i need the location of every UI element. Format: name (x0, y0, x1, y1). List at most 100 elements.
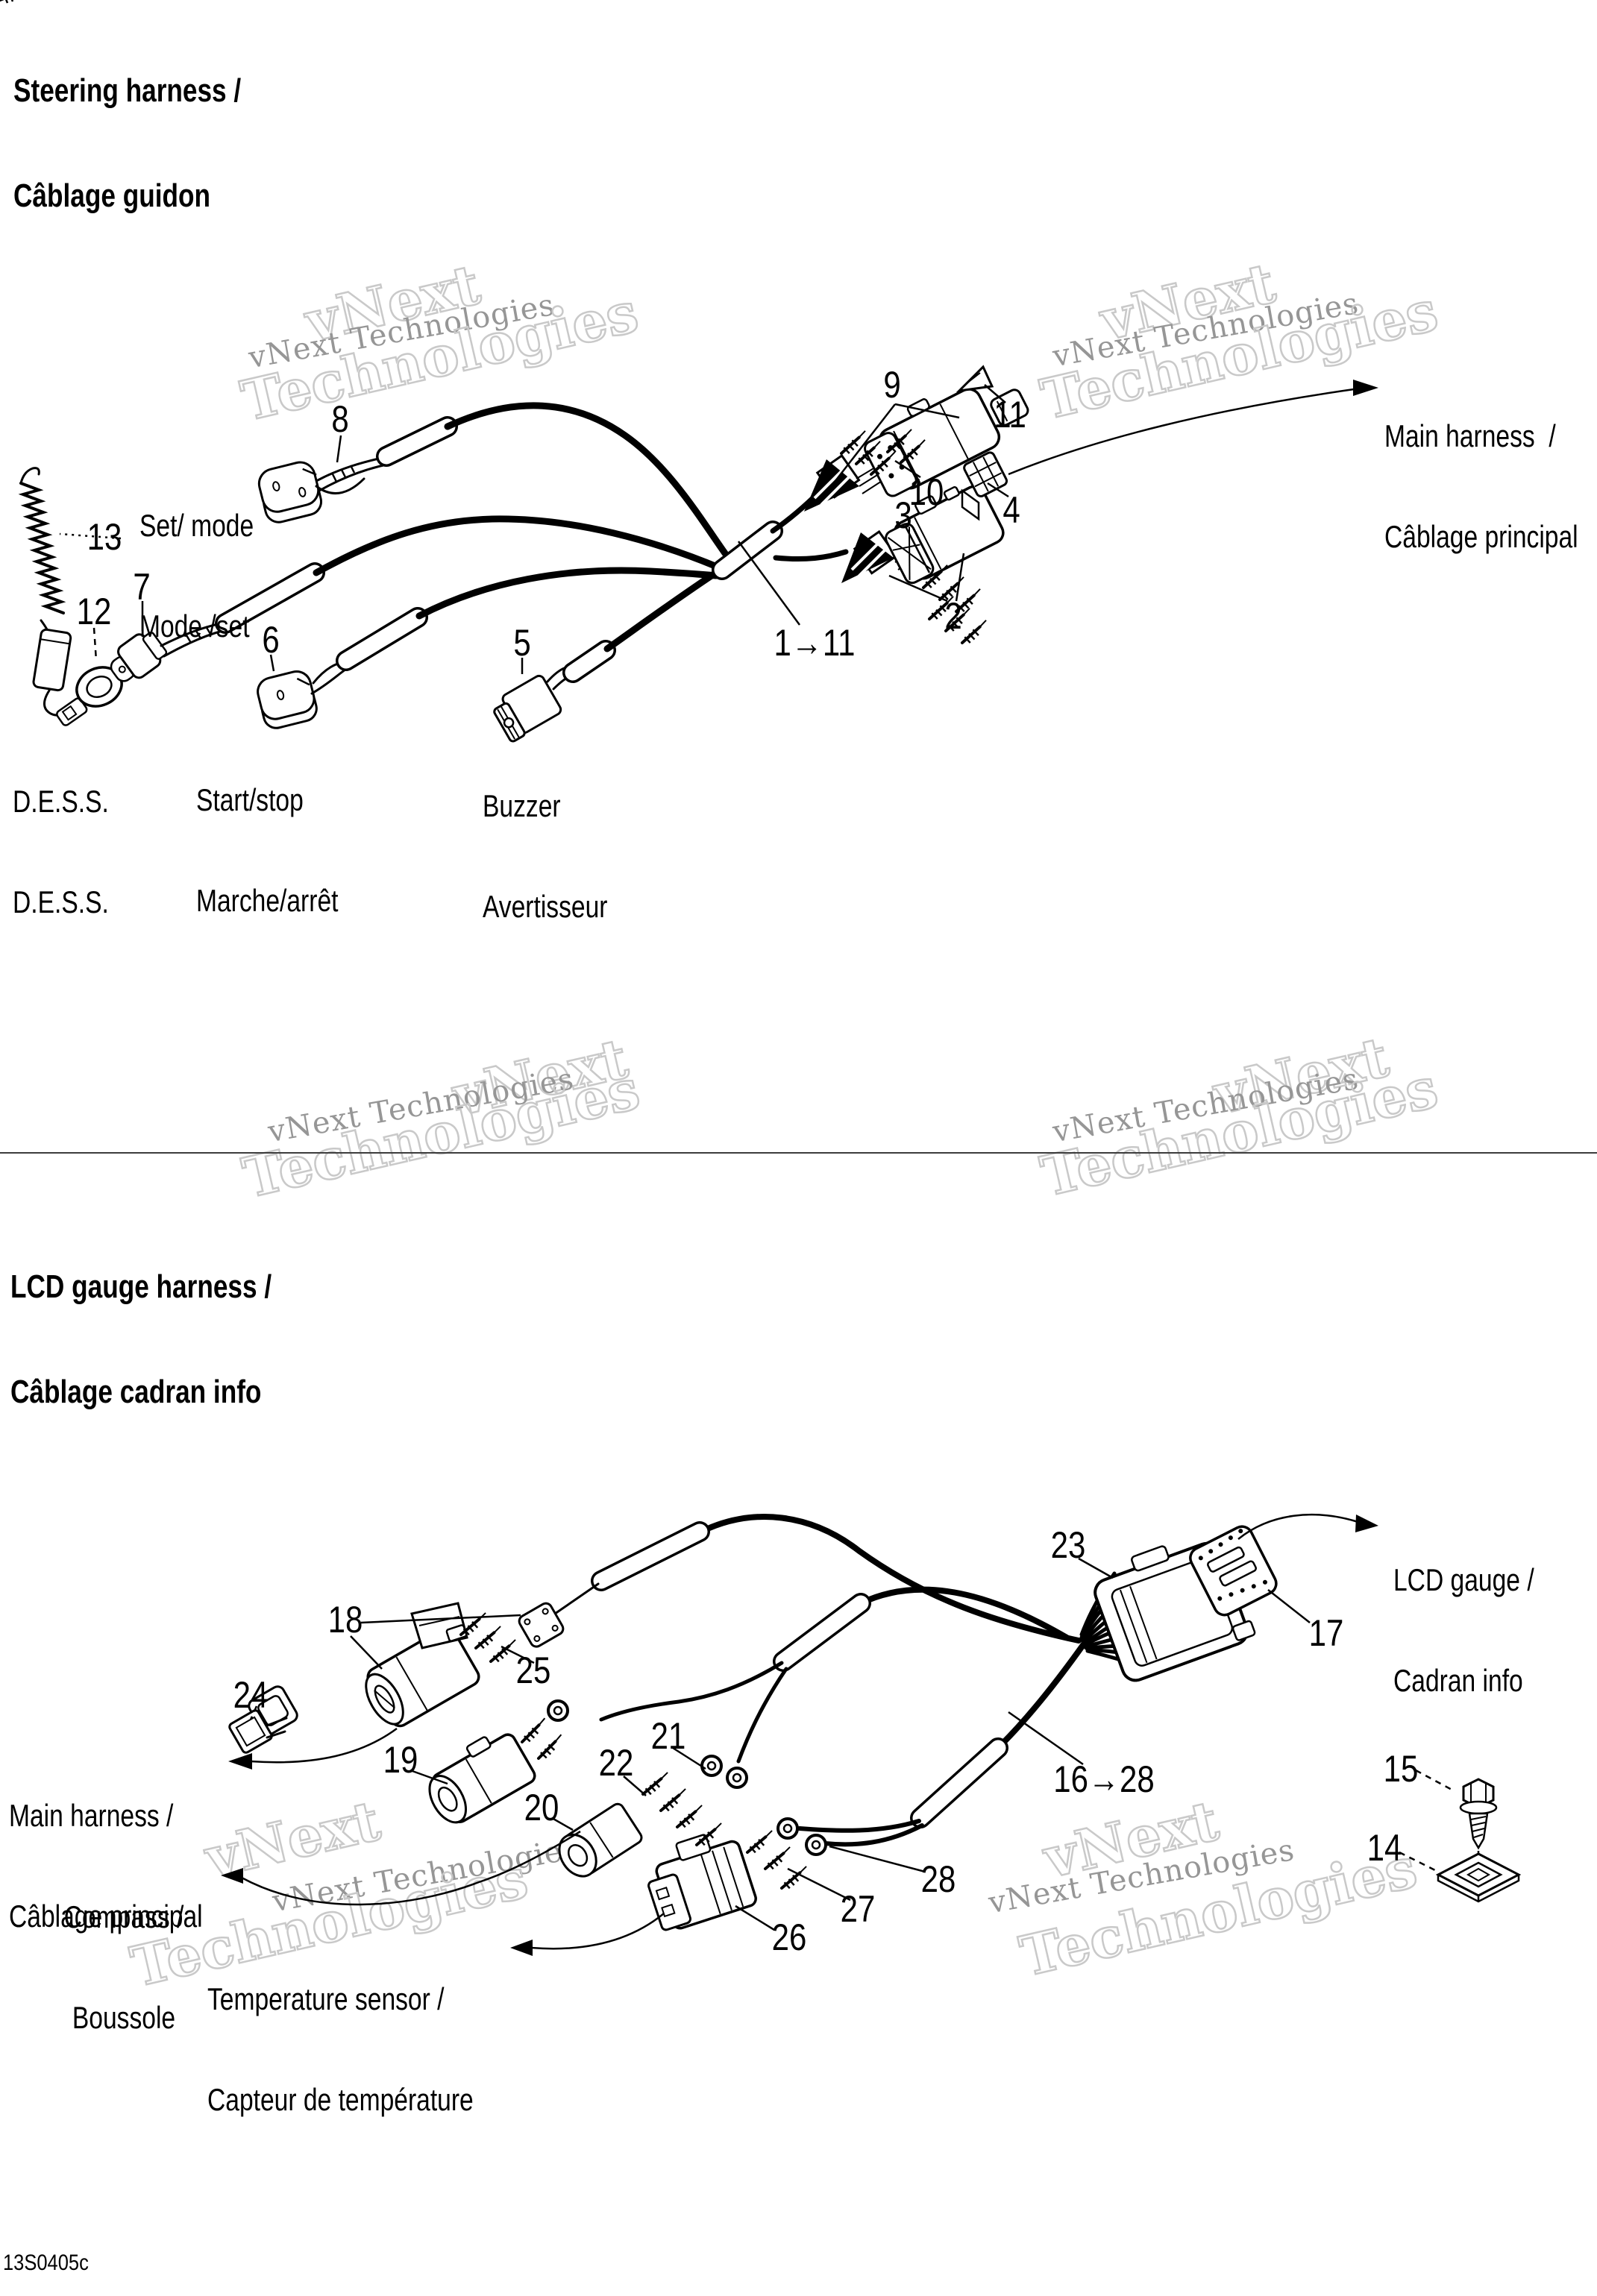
callout-19-leader (410, 1769, 448, 1785)
buzzer (493, 674, 562, 743)
callout-26: 26 (771, 1916, 807, 1958)
callout-3-leader (904, 526, 931, 573)
temp-sensor-connector-26 (647, 1834, 757, 1931)
callout-10-leader (894, 459, 921, 479)
callout-20-leader (551, 1817, 574, 1831)
callout-28: 28 (920, 1858, 956, 1900)
branch-wire (797, 1819, 921, 1833)
branch-wire-to-connector-2 (773, 549, 849, 562)
wire-sleeve (378, 418, 456, 465)
arrowhead-icon (221, 1868, 243, 1884)
title-line: Steering harness / (13, 72, 242, 109)
label-line: Main harness / (9, 1798, 174, 1833)
set-mode-wire-bundle (315, 456, 385, 494)
main-harness-label-top: Main harness / Câblage principal (1384, 352, 1578, 620)
main-harness-arrow-curve (1008, 387, 1360, 476)
compass-connector-19 (428, 1733, 536, 1824)
label-line: Buzzer (483, 788, 561, 823)
connector-18-assembly (365, 1602, 480, 1728)
callout-9-leader (894, 403, 960, 419)
callout-16-28-leader (1008, 1711, 1084, 1766)
label-line: D.E.S.S. (13, 884, 109, 919)
callout-17: 17 (1308, 1612, 1344, 1654)
title-line: LCD gauge harness / (10, 1268, 272, 1305)
main-harness-plate-24 (228, 1709, 288, 1754)
callout-27-leader (787, 1867, 851, 1902)
label-line: Câblage principal (1384, 519, 1578, 554)
wire-sleeve (338, 609, 426, 669)
lcd-section-title: LCD gauge harness / Câblage cadran info (10, 1199, 272, 1479)
callout-1-11-leader (737, 541, 801, 626)
callout-18-leader (360, 1614, 521, 1624)
harness-wire (698, 1514, 1082, 1644)
title-line: Câblage cadran info (10, 1374, 262, 1410)
set-mode-label: Set/ mode Mode /set (139, 441, 254, 710)
label-line: LCD gauge / (1393, 1562, 1534, 1597)
lcd-gauge-arrow-curve (1237, 1513, 1361, 1540)
lcd-gauge-label: LCD gauge / Cadran info (1393, 1496, 1534, 1764)
callout-27: 27 (840, 1888, 876, 1930)
callout-4: 4 (1003, 489, 1020, 531)
main-harness-arrow-curve (250, 1727, 398, 1764)
label-line: D.E.S.S. (13, 784, 109, 819)
label-line: Temperature sensor / (207, 1981, 445, 2016)
wire-sleeve (217, 564, 323, 632)
label-line: Main harness / (1384, 418, 1556, 453)
set-mode-switch (257, 461, 322, 523)
callout-2-leader (955, 553, 965, 602)
callout-24-leader (249, 1705, 258, 1720)
callout-22: 22 (598, 1742, 634, 1784)
wire-sleeve (593, 1523, 708, 1589)
callout-19: 19 (383, 1739, 418, 1781)
callout-25: 25 (515, 1649, 551, 1691)
arrowhead-icon (228, 1753, 252, 1770)
callout-11-leader (984, 384, 1006, 403)
callout-26-leader (735, 1905, 775, 1931)
callout-23-leader (1078, 1557, 1114, 1579)
callout-18: 18 (327, 1599, 363, 1641)
callout-17-leader (1267, 1589, 1311, 1623)
arrowhead-icon (510, 1940, 533, 1956)
callout-7: 7 (133, 566, 151, 608)
set-mode-harness-wire (444, 402, 729, 557)
callout-15-leader (1415, 1769, 1455, 1793)
dess-key-grip (32, 628, 72, 692)
callout-1-11: 1→11 (774, 622, 856, 664)
label-line: Cadran info (1393, 1663, 1523, 1698)
connector-9-housing (864, 388, 1001, 497)
callout-25-leader (501, 1645, 535, 1664)
compass-label: Compass / Boussole (52, 1833, 195, 2101)
buzzer-label: Buzzer Avertisseur (483, 722, 607, 990)
callout-9-leader (832, 403, 896, 485)
label-line: Mode /set (139, 608, 250, 644)
wire-sleeve (912, 1740, 1006, 1826)
callout-23: 23 (1050, 1524, 1086, 1566)
retainer-4 (961, 451, 1008, 521)
screw-15 (1459, 1778, 1498, 1850)
temp-sensor-arrow-curve (530, 1913, 665, 1950)
figure-code: 13S0405c (3, 2251, 89, 2275)
compass-arrow-curve (241, 1830, 581, 1906)
lcd-gauge-harness-drawing (221, 1513, 1522, 1956)
wire-sleeve (565, 642, 614, 681)
harness-wire (858, 1586, 1070, 1641)
callout-14-leader (1399, 1851, 1439, 1873)
callout-12: 12 (76, 591, 112, 632)
label-line: Set/ mode (139, 508, 254, 543)
arrowhead-icon (1355, 1515, 1378, 1532)
callout-3: 3 (894, 494, 912, 536)
callout-16-28: 16→28 (1053, 1758, 1155, 1800)
arrowhead-icon (1353, 380, 1378, 396)
callout-6-leader (269, 654, 275, 672)
compass-connector-20 (558, 1802, 643, 1878)
callout-10: 10 (909, 471, 944, 513)
label-line: Boussole (72, 2000, 176, 2035)
section-divider (0, 1152, 1597, 1154)
branch-wire (823, 1823, 924, 1847)
callout-9: 9 (883, 364, 901, 406)
dess-harness-wire (313, 515, 724, 576)
mounting-flange-plate (518, 1602, 565, 1648)
callout-13: 13 (87, 516, 122, 558)
